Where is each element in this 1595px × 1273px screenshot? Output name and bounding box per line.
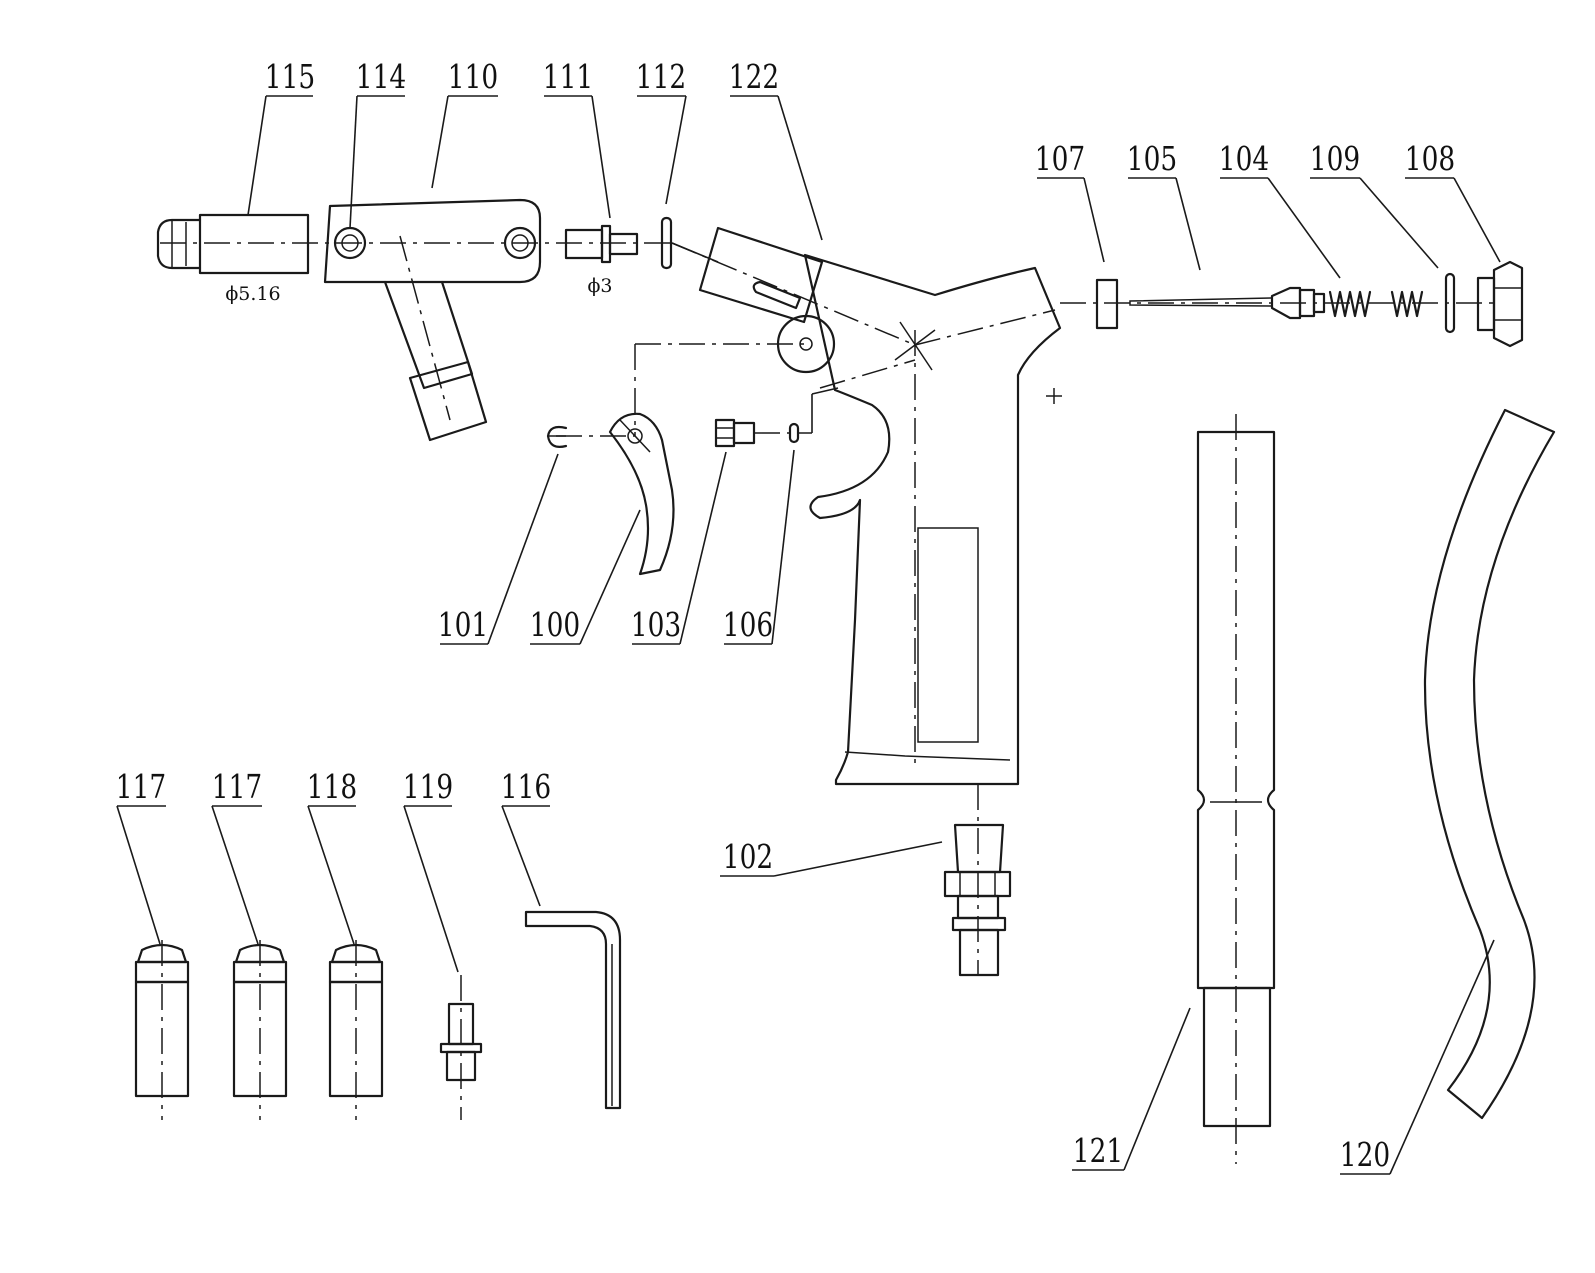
label-121: 121 [1073, 1132, 1123, 1171]
part-106-o-ring [788, 422, 800, 444]
label-112: 112 [636, 58, 686, 97]
label-109: 109 [1310, 140, 1360, 179]
label-107: 107 [1035, 140, 1085, 179]
part-117-nozzle-b [232, 940, 288, 1120]
part-104-spring [1328, 290, 1372, 318]
label-111: 111 [543, 58, 593, 97]
dimension-notes: ϕ5.16 ϕ3 [225, 275, 612, 305]
label-108: 108 [1405, 140, 1455, 179]
label-103: 103 [631, 606, 681, 645]
part-111-fitting [564, 224, 639, 264]
label-122: 122 [729, 58, 779, 97]
label-110: 110 [448, 58, 498, 97]
leader-lines [116, 95, 1501, 1175]
trigger-group [546, 343, 839, 576]
part-122-gun-body [671, 226, 1062, 786]
rear-valve-assembly [1060, 260, 1524, 348]
part-109-o-ring [1444, 272, 1456, 334]
label-115: 115 [265, 58, 315, 97]
label-116: 116 [501, 768, 551, 807]
label-114: 114 [356, 58, 406, 97]
dimension-nozzle-bore: ϕ5.16 [225, 283, 280, 305]
part-120-flex-hose [1423, 408, 1556, 1120]
part-121-extension-tube [1196, 414, 1276, 1164]
label-106: 106 [723, 606, 773, 645]
part-107-seal [1095, 278, 1119, 330]
label-117-b: 117 [212, 768, 262, 807]
part-103-valve [714, 418, 756, 448]
part-118-nozzle [328, 940, 384, 1120]
label-120: 120 [1340, 1136, 1390, 1175]
nozzle-assembly [156, 198, 719, 442]
label-100: 100 [530, 606, 580, 645]
label-117-a: 117 [116, 768, 166, 807]
part-105-valve-stem [1129, 286, 1326, 320]
label-101: 101 [438, 606, 488, 645]
part-number-labels: 115 114 110 111 112 122 107 105 104 109 … [116, 58, 1455, 1175]
label-119: 119 [403, 768, 453, 807]
part-119-adapter [439, 975, 483, 1120]
part-115-nozzle-tip [156, 213, 310, 275]
part-110-body-block [323, 198, 542, 442]
label-102: 102 [723, 838, 773, 877]
part-100-trigger [608, 412, 675, 576]
accessory-parts [134, 910, 622, 1120]
label-118: 118 [307, 768, 357, 807]
part-108-end-cap [1476, 260, 1524, 348]
label-105: 105 [1127, 140, 1177, 179]
part-117-nozzle-a [134, 940, 190, 1120]
dimension-inlet-bore: ϕ3 [587, 275, 612, 297]
label-104: 104 [1219, 140, 1269, 179]
part-102-air-fitting [943, 784, 1012, 977]
part-101-clip [546, 425, 568, 448]
part-116-hex-key [524, 910, 622, 1110]
